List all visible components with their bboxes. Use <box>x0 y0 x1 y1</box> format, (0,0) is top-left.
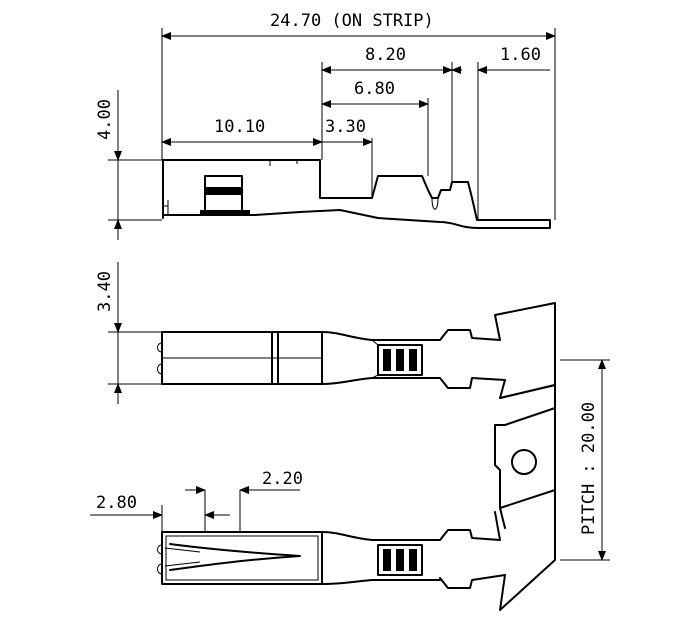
dim-4-00: 4.00 <box>95 99 115 140</box>
side-view <box>162 159 551 229</box>
dim-3-40: 3.40 <box>95 271 115 312</box>
dim-overall-length: 24.70 (ON STRIP) <box>270 11 434 31</box>
dim-pitch: PITCH : 20.00 <box>579 402 599 535</box>
dim-3-30: 3.30 <box>325 117 366 137</box>
carrier-strip <box>439 384 556 611</box>
dim-1-60: 1.60 <box>500 45 541 65</box>
dim-8-20: 8.20 <box>365 45 406 65</box>
dim-10-10: 10.10 <box>214 117 265 137</box>
plan-view-upper <box>157 302 556 399</box>
dim-2-80: 2.80 <box>96 493 137 513</box>
dim-6-80: 6.80 <box>354 79 395 99</box>
dimension-lines <box>90 28 610 561</box>
plan-view-lower <box>157 511 501 585</box>
dim-2-20: 2.20 <box>262 469 303 489</box>
dimension-labels: 24.70 (ON STRIP) 8.20 1.60 6.80 10.10 3.… <box>95 11 599 535</box>
